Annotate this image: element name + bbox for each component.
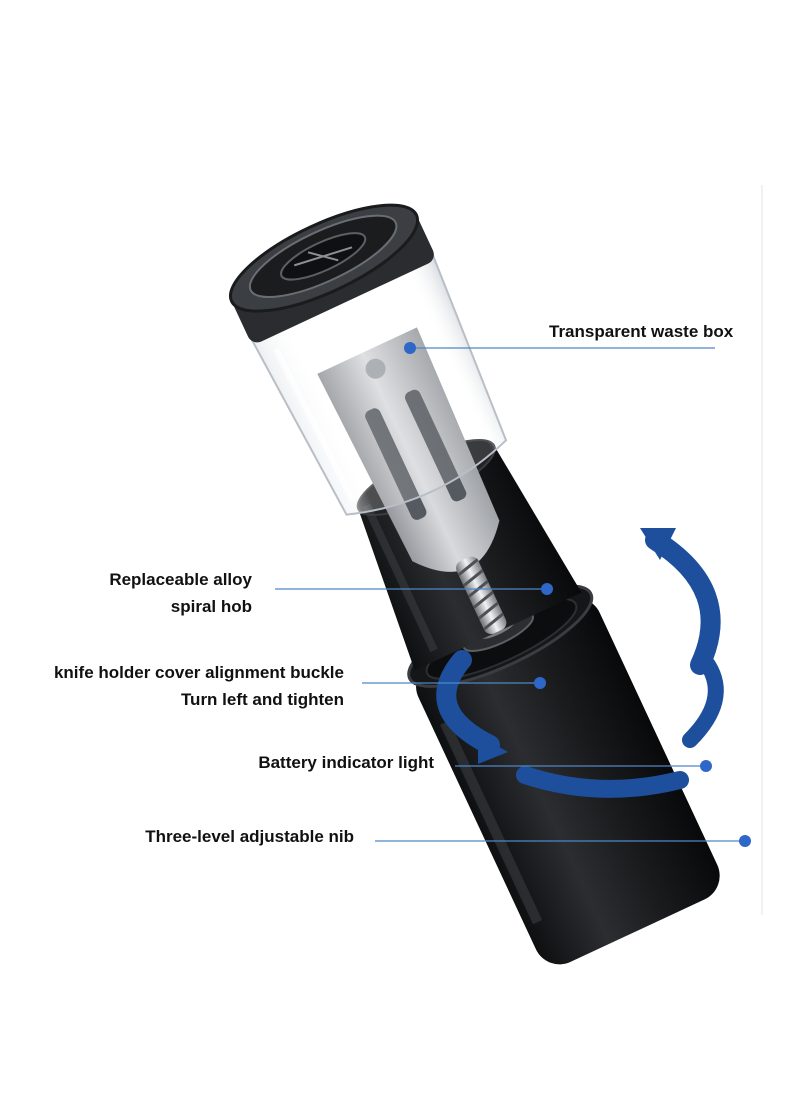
top-cap <box>228 203 434 343</box>
waste-box <box>249 252 508 516</box>
callout-spiral-hob-line1: Replaceable alloy <box>109 570 252 589</box>
dot-battery <box>700 760 712 772</box>
callout-buckle-line2: Turn left and tighten <box>180 690 344 709</box>
callout-buckle: knife holder cover alignment buckle Turn… <box>54 659 344 713</box>
callout-nib-text: Three-level adjustable nib <box>145 827 354 846</box>
device <box>228 203 720 965</box>
dot-nib <box>739 835 751 847</box>
leader-lines <box>275 347 745 842</box>
callout-spiral-hob: Replaceable alloy spiral hob <box>109 566 252 620</box>
callout-nib: Three-level adjustable nib <box>145 823 354 850</box>
leader-dots <box>404 342 751 847</box>
callout-battery: Battery indicator light <box>258 749 434 776</box>
callout-waste-box-text: Transparent waste box <box>549 322 734 341</box>
dot-buckle <box>534 677 546 689</box>
callout-spiral-hob-line2: spiral hob <box>170 597 252 616</box>
rotation-arrow-icon <box>436 528 724 798</box>
dot-waste-box <box>404 342 416 354</box>
callout-waste-box: Transparent waste box <box>549 318 733 345</box>
dot-spiral-hob <box>541 583 553 595</box>
callout-battery-text: Battery indicator light <box>258 753 434 772</box>
callout-buckle-line1: knife holder cover alignment buckle <box>53 663 344 682</box>
